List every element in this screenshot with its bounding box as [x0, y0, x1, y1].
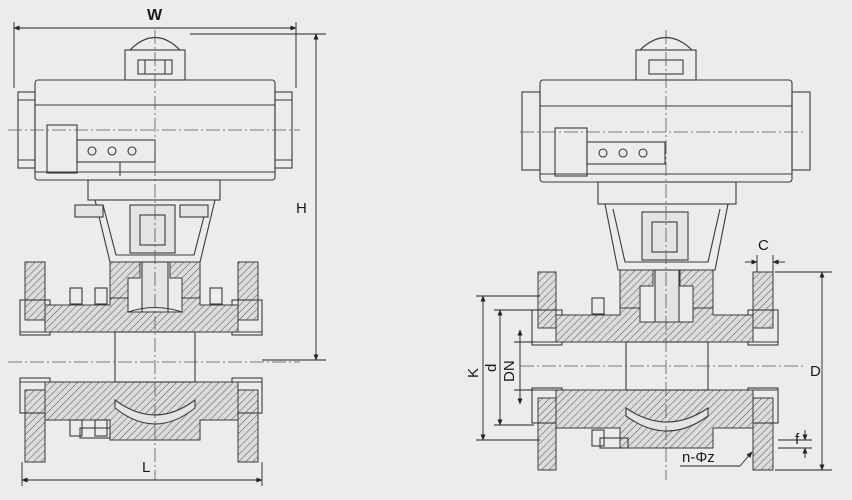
label-l: L: [142, 459, 150, 476]
label-f: f: [795, 431, 800, 448]
dimension-f: f: [778, 430, 812, 458]
stem-bonnet-right: [619, 269, 714, 331]
right-valve-view: K d DN C D: [465, 30, 832, 480]
stem-bonnet-left: [109, 261, 201, 318]
dimension-w: W: [13, 7, 297, 88]
leader-bolt-holes: n-Φz: [680, 449, 753, 467]
dimension-h: H: [190, 33, 326, 361]
dimension-l: L: [21, 459, 263, 486]
dimension-c: C: [745, 237, 785, 272]
valve-body-left: [19, 261, 263, 463]
label-h: H: [296, 200, 307, 217]
dimension-dn: DN: [501, 329, 534, 405]
label-w: W: [147, 7, 163, 24]
mounting-bracket-left: [74, 179, 221, 263]
label-dn: DN: [501, 360, 518, 382]
dimension-k: K: [465, 295, 540, 441]
label-k: K: [465, 368, 482, 378]
dimension-d-small: d: [483, 309, 534, 426]
left-valve-view: W H L: [8, 7, 326, 486]
mounting-bracket-right: [597, 181, 737, 271]
valve-body-right: [531, 271, 779, 471]
dimension-d-large: D: [775, 271, 832, 471]
label-big-d: D: [810, 363, 821, 380]
label-d: d: [483, 364, 500, 372]
label-c: C: [758, 237, 769, 254]
label-bolt-holes: n-Φz: [682, 449, 715, 466]
